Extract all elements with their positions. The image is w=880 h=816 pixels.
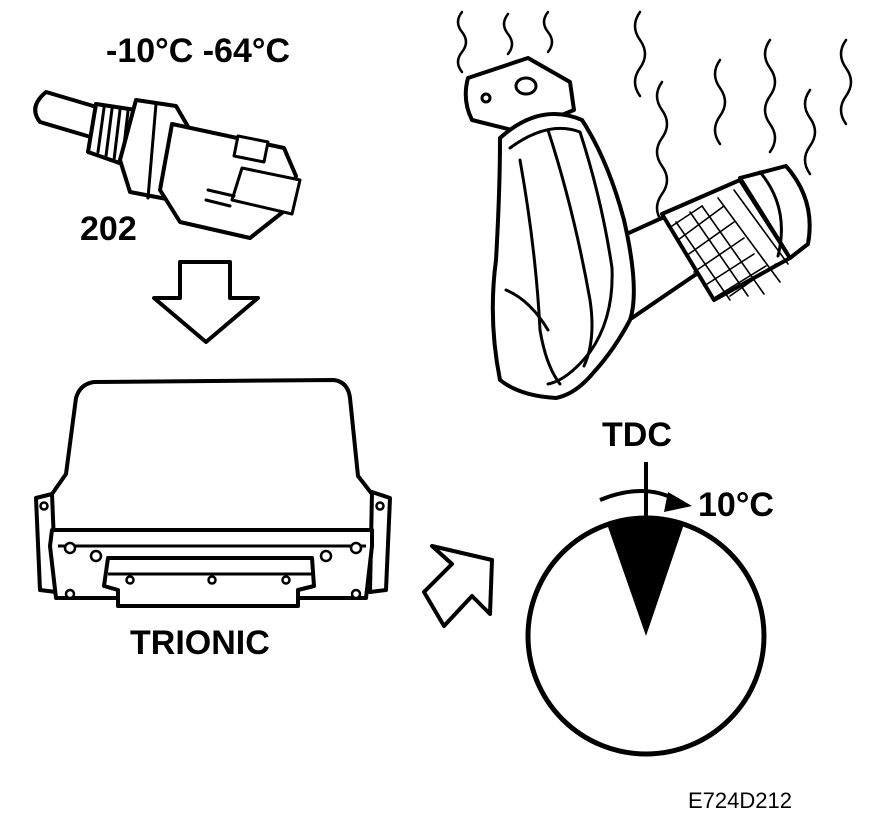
rotation-arrowhead-icon xyxy=(664,492,692,512)
down-arrow-icon xyxy=(152,260,260,344)
control-unit-screws xyxy=(39,501,385,600)
temperature-range-label: -10°C -64°C xyxy=(106,32,291,70)
control-unit-label: TRIONIC xyxy=(130,624,270,662)
ignition-timing-dial-icon xyxy=(525,462,767,757)
retard-value-label: 10°C xyxy=(698,486,774,524)
tdc-label: TDC xyxy=(602,416,672,454)
diagonal-arrow-icon xyxy=(422,544,494,628)
control-unit-icon xyxy=(34,378,392,608)
sensor-number-label: 202 xyxy=(80,210,137,248)
catalytic-converter-icon xyxy=(463,56,812,400)
rotation-arrow-icon xyxy=(599,489,677,502)
figure-code-label: E724D212 xyxy=(688,788,792,813)
coolant-temperature-sensor-icon xyxy=(33,90,302,240)
timing-retard-sector xyxy=(607,517,684,636)
heat-wave-lines xyxy=(456,10,853,224)
